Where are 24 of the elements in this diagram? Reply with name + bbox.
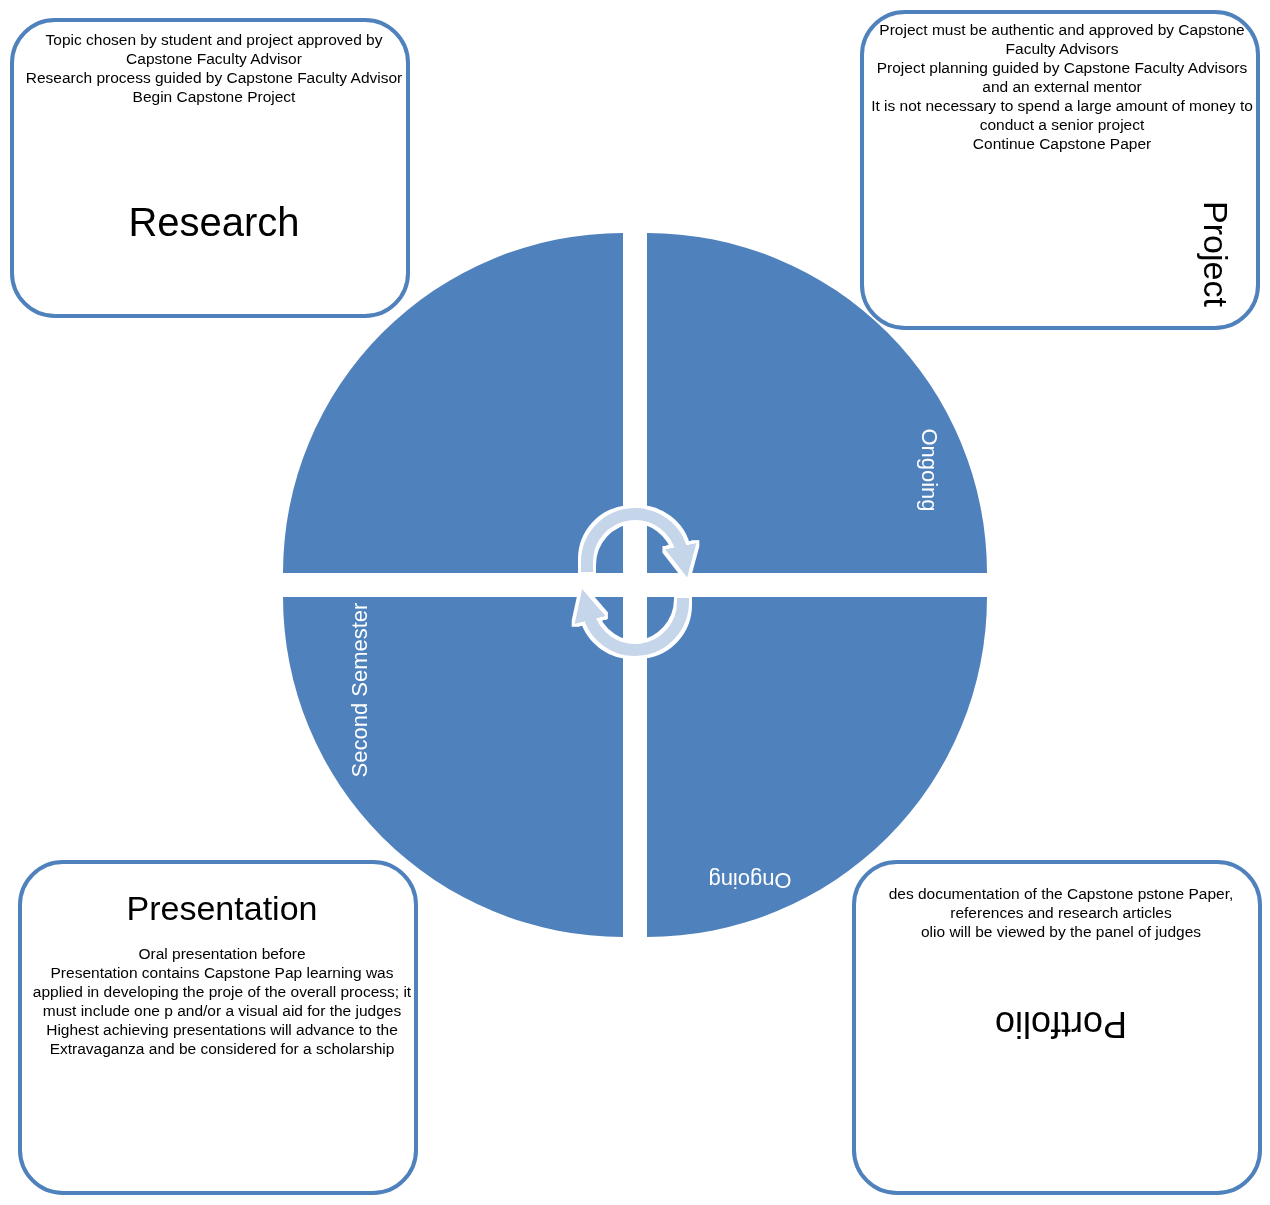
text-card — [10, 18, 410, 318]
quadrant-label: Ongoing — [708, 867, 792, 893]
card-text: Continue Capstone Paper — [971, 134, 1153, 153]
card-text: Presentation contains Capstone Pap learning was applied in developing the proje of the overall process; it must include one p and/or a visual aid for the judges — [32, 963, 412, 1020]
text-card — [852, 860, 1262, 1195]
curved-arrow — [581, 508, 696, 578]
card-title: Portfolio — [994, 1003, 1128, 1047]
curved-arrow — [575, 589, 689, 656]
card-text: Oral presentation before — [137, 944, 307, 963]
quadrant-label: Second Semester — [347, 602, 373, 778]
card-title: Presentation — [126, 888, 318, 929]
text-card — [18, 860, 418, 1195]
card-text: Project planning guided by Capstone Faculty Advisors and an external mentor — [875, 58, 1249, 96]
text-card — [860, 10, 1260, 330]
quadrant-label: Ongoing — [916, 428, 942, 512]
card-text: Begin Capstone Project — [131, 87, 297, 106]
card-text: Research process guided by Capstone Faculty Advisor — [24, 68, 404, 87]
card-text: Topic chosen by student and project approved by Capstone Faculty Advisor — [44, 30, 384, 68]
card-title: Project — [1196, 201, 1236, 307]
card-text: Project must be authentic and approved by Capstone Faculty Advisors — [878, 20, 1246, 58]
card-text: olio will be viewed by the panel of judges — [919, 922, 1202, 941]
card-text: Highest achieving presentations will advance to the Extravaganza and be considered for a scholarship — [45, 1020, 399, 1058]
card-text: It is not necessary to spend a large amount of money to conduct a senior project — [870, 96, 1254, 134]
card-title: Research — [128, 199, 300, 245]
